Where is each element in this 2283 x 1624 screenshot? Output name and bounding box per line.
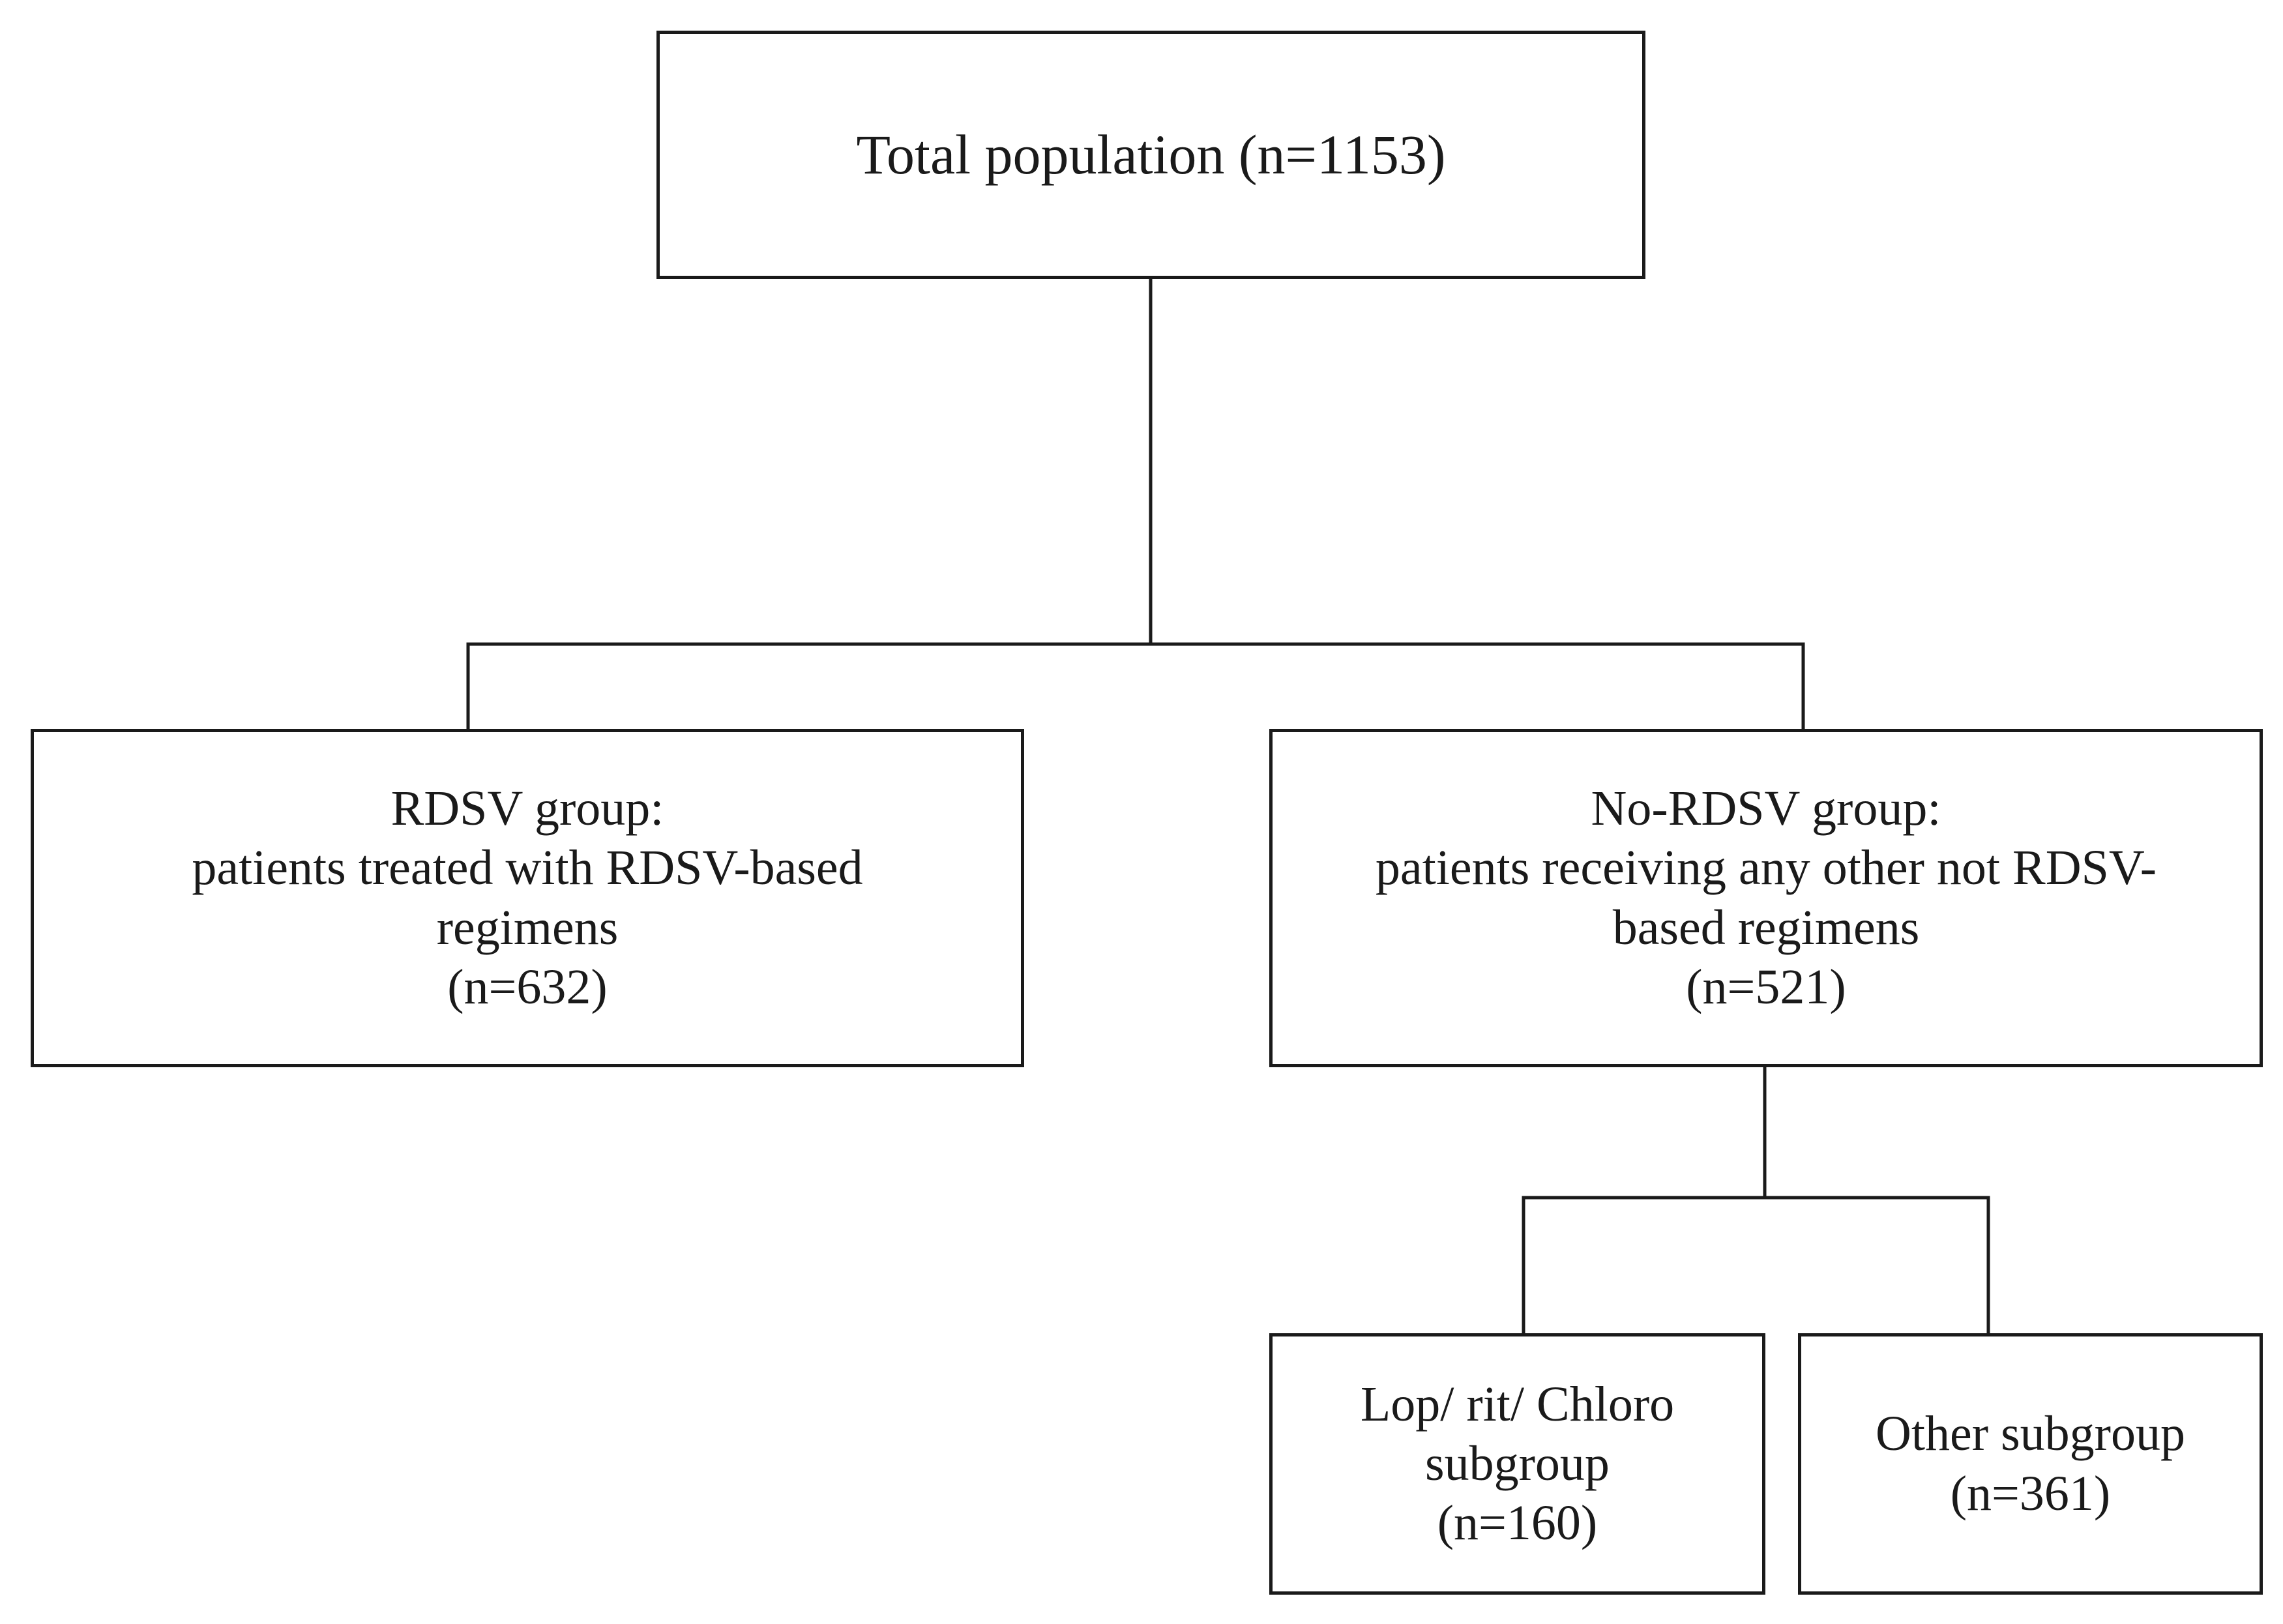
node-rdsv-group: RDSV group: patients treated with RDSV-b…	[31, 729, 1024, 1067]
node-no-rdsv-line-2: patients receiving any other not RDSV-	[1375, 840, 2157, 896]
node-total-line-1: Total population (n=1153)	[856, 123, 1446, 186]
node-rdsv-line-3: regimens	[436, 900, 619, 955]
node-other-line-1: Other subgroup	[1876, 1406, 2185, 1462]
node-no-rdsv-line-1: No-RDSV group:	[1591, 781, 1941, 836]
node-rdsv-line-4: (n=632)	[447, 959, 608, 1014]
node-lop-line-1: Lop/ rit/ Chloro	[1360, 1376, 1675, 1432]
node-lop-line-2: subgroup	[1425, 1436, 1610, 1491]
node-lop-line-3: (n=160)	[1437, 1496, 1598, 1551]
node-no-rdsv-group: No-RDSV group: patients receiving any ot…	[1269, 729, 2263, 1067]
node-no-rdsv-line-4: (n=521)	[1686, 959, 1846, 1014]
node-total-population: Total population (n=1153)	[656, 31, 1645, 279]
node-no-rdsv-line-3: based regimens	[1612, 900, 1920, 955]
node-lop-rit-chloro-subgroup: Lop/ rit/ Chloro subgroup (n=160)	[1269, 1333, 1765, 1595]
node-other-line-2: (n=361)	[1950, 1466, 2111, 1521]
node-rdsv-line-2: patients treated with RDSV-based	[192, 840, 863, 896]
node-rdsv-line-1: RDSV group:	[390, 781, 664, 836]
node-other-subgroup: Other subgroup (n=361)	[1798, 1333, 2263, 1595]
